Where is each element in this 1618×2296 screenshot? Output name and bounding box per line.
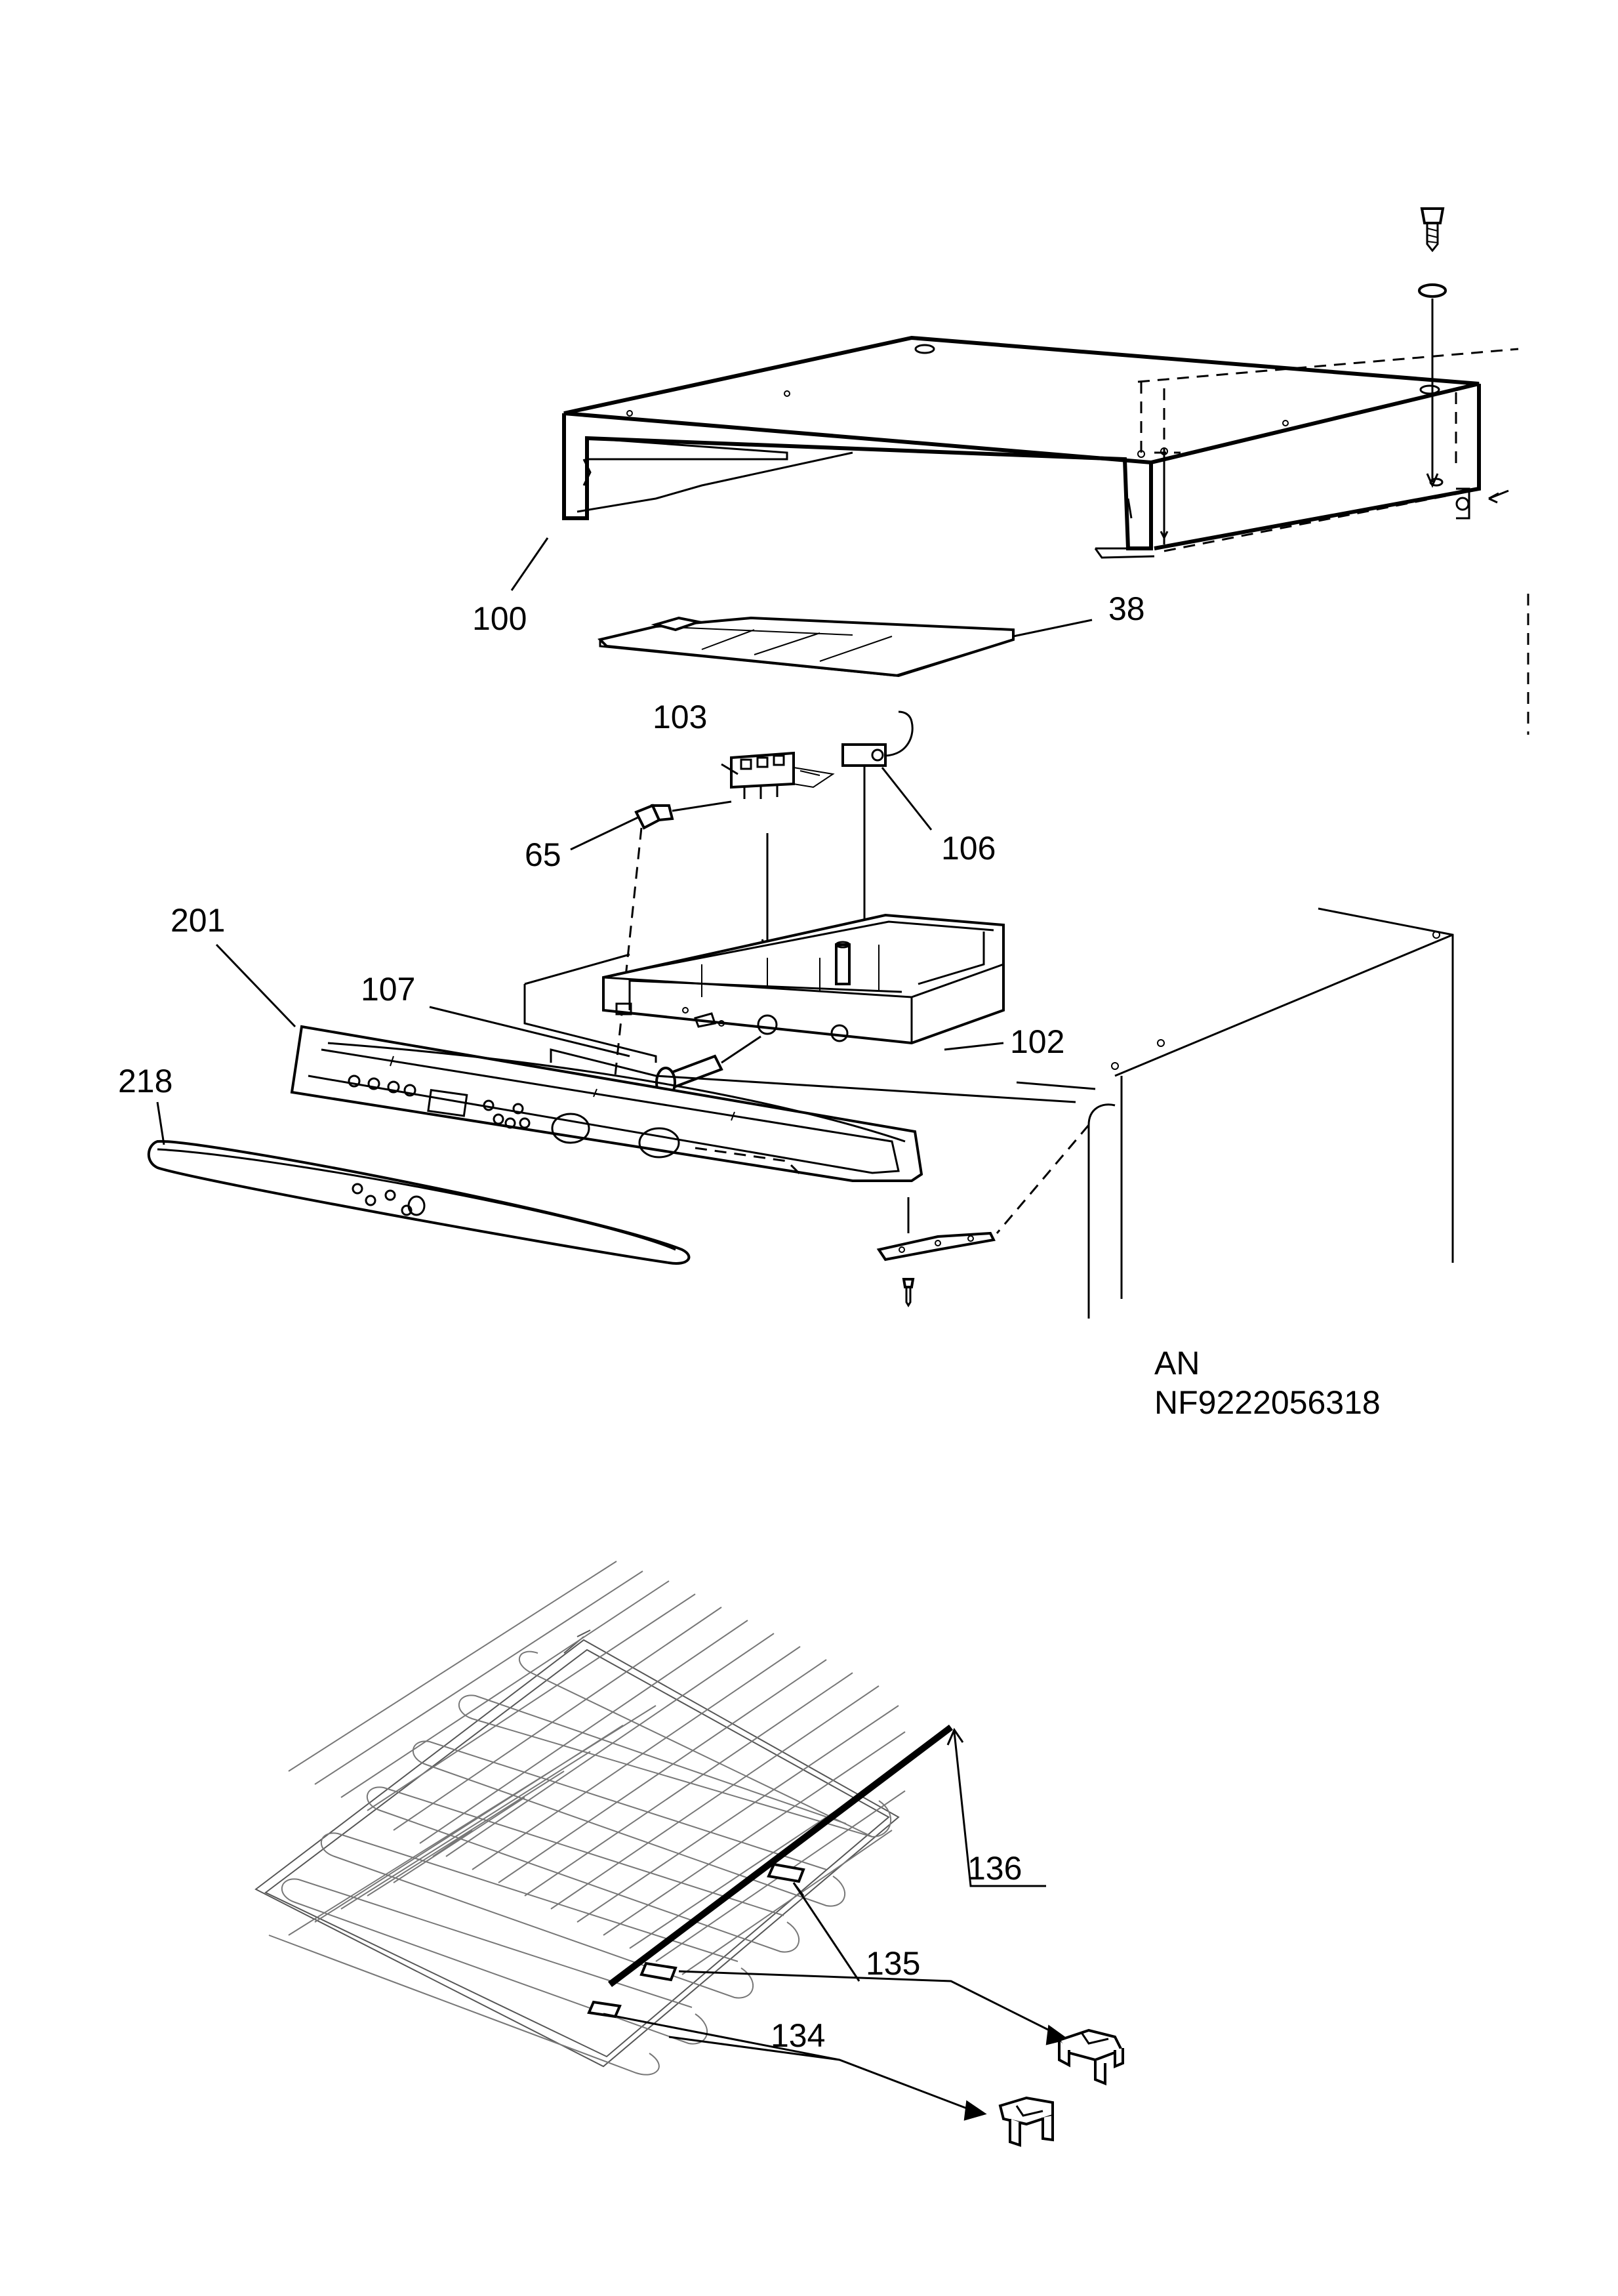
callout-136: 136 <box>967 1850 1022 1887</box>
top-screw <box>1420 207 1445 253</box>
terminal-block-103 <box>730 751 835 799</box>
callout-135: 135 <box>866 1945 920 1982</box>
model-code: AN <box>1154 1345 1200 1382</box>
lamp-holder-65 <box>634 800 732 830</box>
callout-103: 103 <box>653 699 707 735</box>
control-panel-201 <box>290 1025 923 1182</box>
leader-134 <box>603 2013 978 2114</box>
callout-100: 100 <box>472 600 527 637</box>
callout-65: 65 <box>525 836 561 873</box>
trim-218 <box>147 1139 691 1265</box>
leader-lines-top <box>156 537 1093 1145</box>
top-washer <box>1418 283 1447 298</box>
hinge-plate <box>876 1197 996 1261</box>
clip-part-135 <box>1057 2028 1124 2085</box>
condenser-coil <box>254 1561 954 2076</box>
callout-218: 218 <box>118 1063 172 1099</box>
callout-102: 102 <box>1010 1023 1064 1060</box>
hinge-screw <box>902 1278 915 1307</box>
callout-106: 106 <box>941 830 996 867</box>
plate-38 <box>597 616 1015 678</box>
part-number: NF9222056318 <box>1154 1384 1381 1421</box>
leader-136 <box>953 1731 1046 1887</box>
clip-part-134 <box>998 2096 1054 2147</box>
knob-107 <box>655 1035 761 1098</box>
leader-135 <box>678 1882 1063 2038</box>
cabinet-body <box>550 907 1454 1319</box>
callout-38: 38 <box>1108 590 1145 627</box>
callout-107: 107 <box>361 971 415 1008</box>
callout-134: 134 <box>771 2017 825 2054</box>
housing-102 <box>523 913 1005 1063</box>
top-cover-100 <box>562 335 1481 559</box>
callout-201: 201 <box>171 902 225 939</box>
